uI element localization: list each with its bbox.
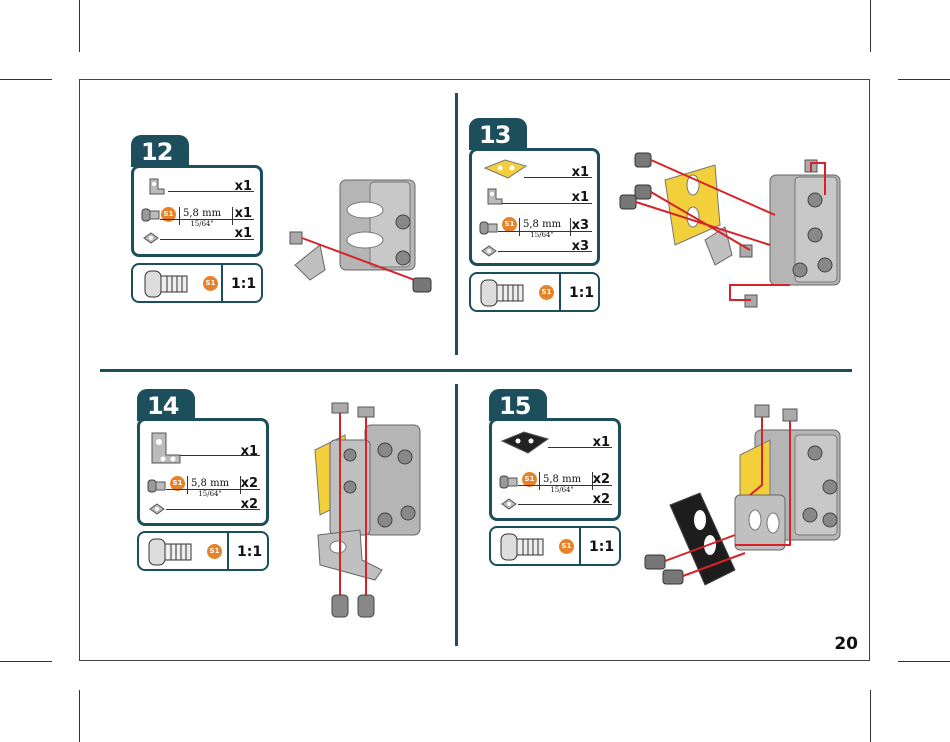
black-plate-icon [498,429,552,455]
qty-label: x2 [593,492,610,507]
qty-label: x1 [241,444,258,459]
qty-label: x1 [235,179,252,194]
bolt-icon [148,479,166,493]
qty-label: x3 [572,239,589,254]
bolt-icon [480,221,498,235]
crop-mark [898,79,950,80]
scale-ratio: 1:1 [569,285,594,301]
scale-ratio: 1:1 [589,539,614,555]
nut-icon [143,232,159,244]
assembly-illustration [285,170,445,310]
s1-badge-icon: S1 [559,539,574,554]
crop-mark [0,79,52,80]
angle-bracket-icon [146,177,166,197]
scale-ratio: 1:1 [231,276,256,292]
bolt-scale-box: S1 1:1 [137,531,269,571]
qty-label: x2 [593,472,610,487]
bolt-icon [149,538,193,566]
qty-label: x1 [572,165,589,180]
assembly-illustration [620,145,850,315]
bolt-scale-box: S1 1:1 [131,263,263,303]
bolt-scale-box: S1 1:1 [489,526,621,566]
scale-ratio: 1:1 [237,544,262,560]
step-number: 12 [131,135,189,167]
step-number: 13 [469,118,527,150]
qty-label: x1 [572,190,589,205]
bolt-icon [145,270,189,298]
s1-badge-icon: S1 [203,276,218,291]
page-number: 20 [834,634,858,654]
qty-label: x2 [241,497,258,512]
s1-badge-icon: S1 [539,285,554,300]
bolt-icon [500,475,518,489]
bolt-icon [501,533,545,561]
bolt-icon [481,279,525,307]
angle-bracket-icon [484,187,504,207]
horizontal-divider [100,369,852,372]
vertical-divider [455,93,458,355]
qty-label: x3 [572,218,589,233]
bolt-icon [142,208,160,222]
crop-mark [870,0,871,52]
crop-mark [79,0,80,52]
step-number: 14 [137,389,195,421]
vertical-divider [455,384,458,646]
s1-badge-icon: S1 [502,217,517,232]
qty-label: x1 [235,226,252,241]
crop-mark [79,690,80,742]
crop-mark [0,661,52,662]
nut-icon [501,498,517,510]
nut-icon [149,503,165,515]
bolt-scale-box: S1 1:1 [469,272,600,312]
crop-mark [870,690,871,742]
nut-icon [481,245,497,257]
step-number: 15 [489,389,547,421]
assembly-illustration [300,395,430,625]
qty-label: x2 [241,476,258,491]
assembly-illustration [645,395,850,600]
double-bracket-icon [148,429,184,467]
qty-label: x1 [593,435,610,450]
yellow-plate-icon [480,158,530,180]
s1-badge-icon: S1 [207,544,222,559]
qty-label: x1 [235,206,252,221]
crop-mark [898,661,950,662]
